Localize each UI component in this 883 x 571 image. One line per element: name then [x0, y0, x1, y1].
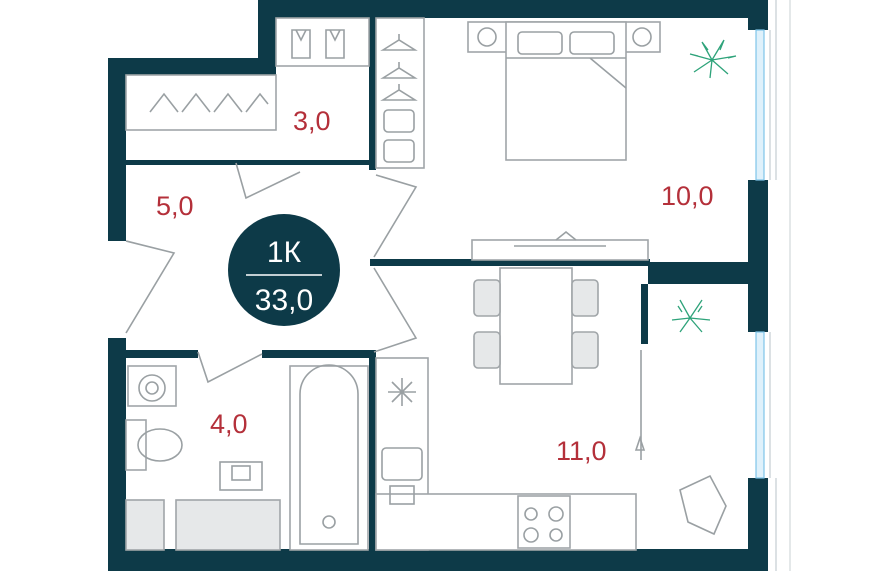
apartment-type: 1К	[267, 236, 302, 269]
area-label-bathroom: 4,0	[210, 409, 248, 439]
doors	[125, 162, 646, 460]
plant-icon	[689, 39, 737, 79]
plant-icon	[671, 299, 711, 333]
area-label-bedroom: 10,0	[661, 181, 714, 211]
windows	[755, 0, 791, 571]
walls	[108, 0, 768, 571]
area-label-wardrobe: 3,0	[293, 106, 331, 136]
wardrobe-fixtures	[125, 17, 425, 169]
kitchen-fixtures	[375, 267, 727, 551]
bathroom-fixtures	[125, 364, 369, 551]
bedroom-fixtures	[467, 21, 737, 261]
area-label-kitchen: 11,0	[556, 436, 607, 466]
total-area: 33,0	[255, 284, 313, 317]
apartment-badge: 1К 33,0	[228, 214, 340, 326]
area-label-hall: 5,0	[156, 191, 194, 221]
